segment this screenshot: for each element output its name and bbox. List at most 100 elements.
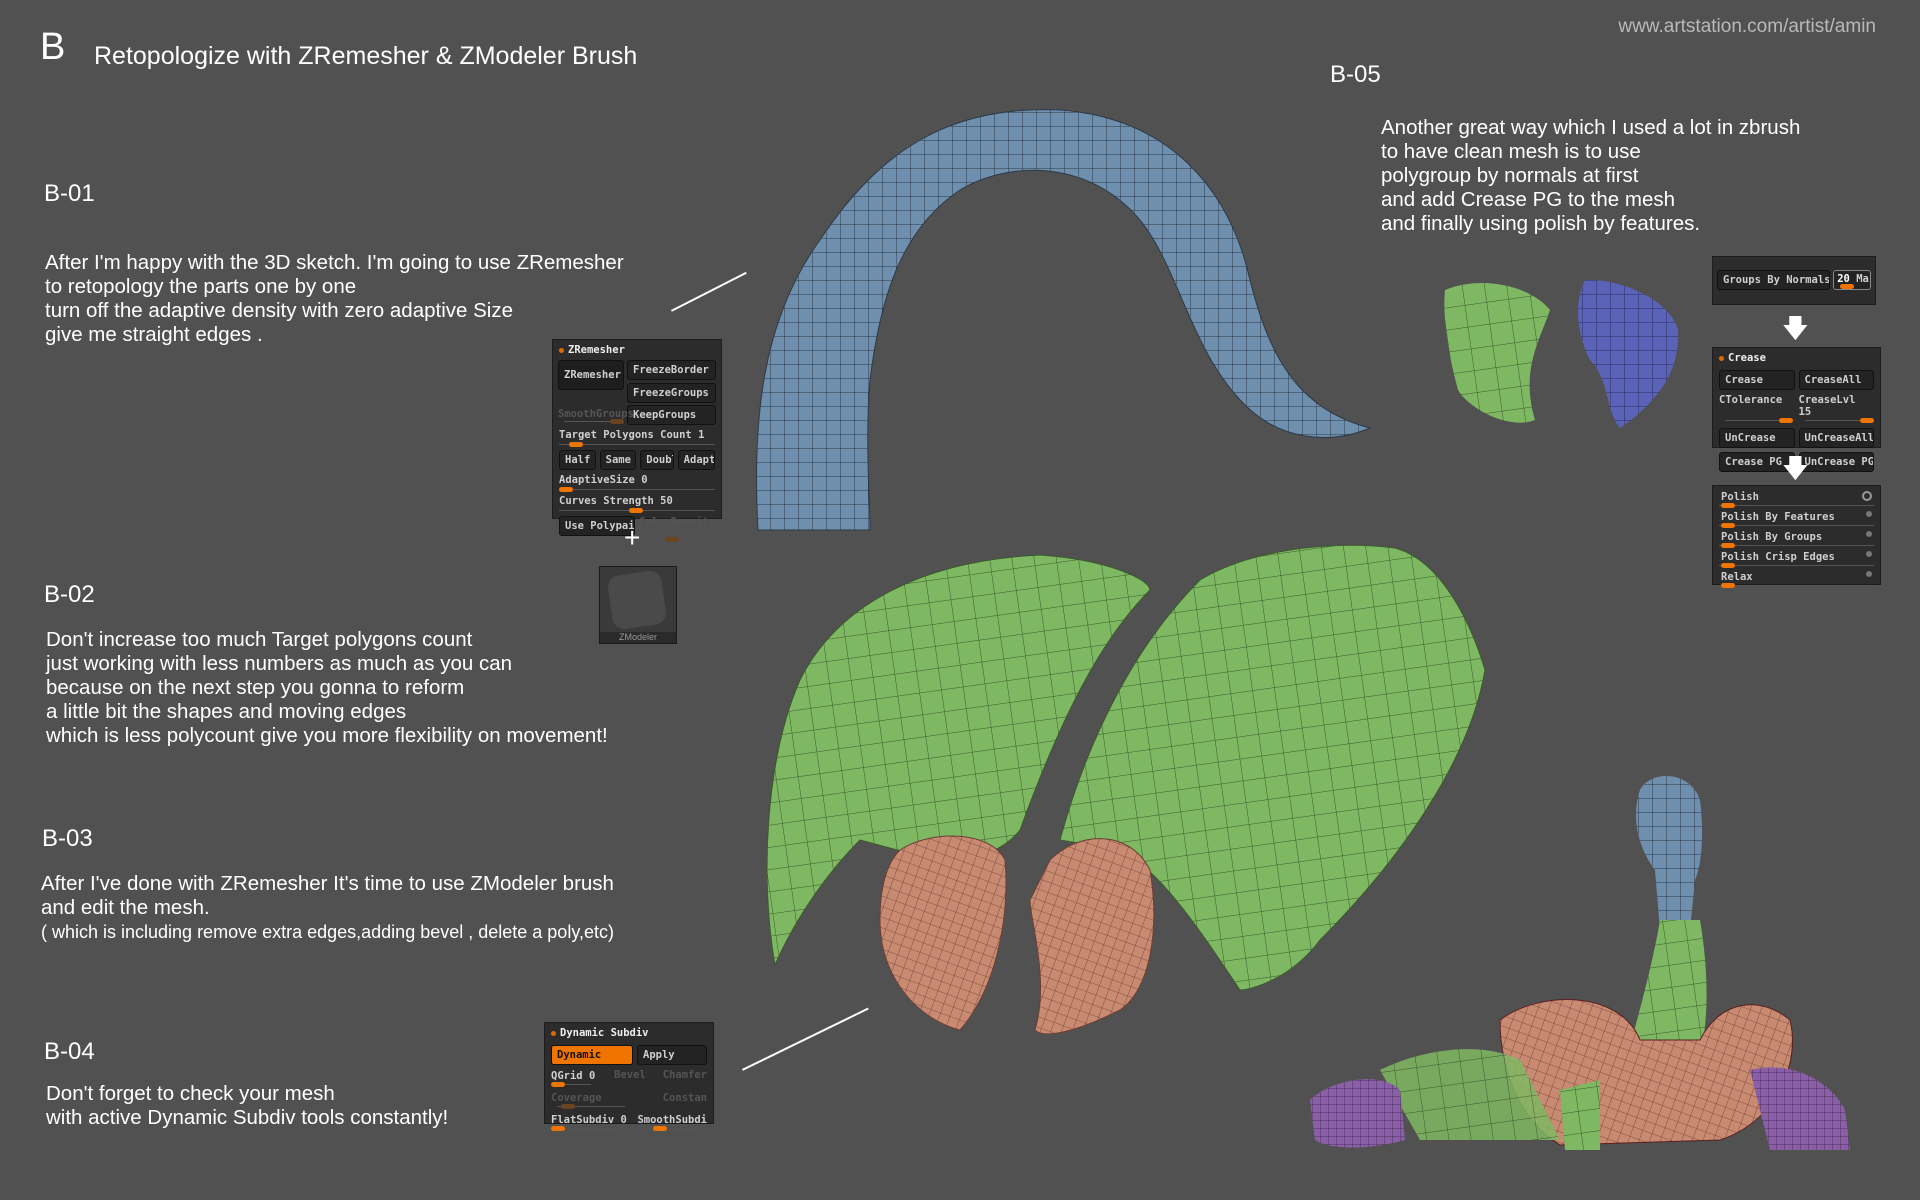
uncrease-all-button[interactable]: UnCreaseAll (1798, 428, 1874, 448)
section-text: After I'm happy with the 3D sketch. I'm … (45, 251, 624, 347)
toggle-dot-icon[interactable] (1866, 571, 1872, 577)
text-line: polygroup by normals at first (1381, 164, 1639, 187)
keep-groups-button[interactable]: KeepGroups (627, 405, 716, 425)
relax-slider[interactable]: Relax (1713, 569, 1880, 589)
apply-button[interactable]: Apply (637, 1045, 707, 1065)
slider-label: CTolerance (1719, 394, 1783, 406)
crease-button[interactable]: Crease (1719, 370, 1795, 390)
brush-icon (606, 569, 668, 631)
section-text: After I've done with ZRemesher It's time… (41, 872, 614, 944)
ctolerance-slider[interactable]: CTolerance (1719, 394, 1795, 424)
slider-label: Polish Crisp Edges (1721, 551, 1835, 563)
curves-strength-slider[interactable]: Curves Strength 50 (553, 493, 721, 514)
green-right-mesh (1059, 544, 1486, 991)
panel-title: ZRemesher (568, 344, 625, 356)
slider-value: 50 (660, 495, 673, 507)
target-polygons-slider[interactable]: Target Polygons Count 1 (553, 427, 721, 448)
polish-by-groups-slider[interactable]: Polish By Groups (1713, 529, 1880, 549)
text-line: just working with less numbers as much a… (46, 652, 513, 675)
same-button[interactable]: Same (599, 450, 637, 470)
green-piece-mesh (1444, 282, 1550, 423)
use-polypaint-button[interactable]: Use Polypain (559, 516, 636, 536)
text-line: Don't increase too much Target polygons … (46, 628, 473, 651)
slider-value: 20 (1837, 273, 1850, 285)
zremesher-panel: ZRemesher ZRemesher FreezeBorder FreezeG… (552, 339, 722, 542)
slider-label: Polish By Groups (1721, 531, 1823, 543)
claw-right-mesh (1029, 838, 1155, 1035)
groups-by-normals-button[interactable]: Groups By Normals (1717, 270, 1831, 290)
section-heading: B-05 (1330, 61, 1381, 88)
toggle-dot-icon[interactable] (1866, 511, 1872, 517)
panel-title: Crease (1728, 352, 1766, 364)
crease-all-button[interactable]: CreaseAll (1798, 370, 1874, 390)
section-text: Don't increase too much Target polygons … (46, 628, 608, 748)
section-letter: B (40, 26, 66, 68)
green-left-mesh (766, 554, 1151, 967)
slider-value: 0 (588, 1070, 596, 1082)
qgrid-slider[interactable]: QGrid 0 (551, 1069, 597, 1088)
crease-level-slider[interactable]: CreaseLvl 15 (1798, 394, 1874, 424)
crease-pg-button[interactable]: Crease PG (1719, 452, 1795, 472)
bevel-button[interactable]: Bevel (614, 1069, 646, 1081)
dynamic-subdiv-panel: Dynamic Subdiv Dynamic Apply QGrid 0 Bev… (544, 1022, 714, 1131)
smooth-groups-slider[interactable]: SmoothGroups (558, 405, 634, 425)
text-line: to have clean mesh is to use (1381, 140, 1641, 163)
section-heading: B-01 (44, 180, 95, 207)
constant-button[interactable]: Constan (662, 1092, 707, 1104)
zmodeler-brush-thumbnail[interactable]: ZModeler (599, 566, 677, 644)
panel-bullet-icon (1719, 355, 1724, 361)
slider-label: Curves Strength (559, 495, 654, 507)
text-line: and edit the mesh. (41, 896, 210, 919)
zremesher-button[interactable]: ZRemesher (558, 360, 624, 390)
text-line: to retopology the parts one by one (45, 275, 357, 298)
half-button[interactable]: Half (559, 450, 596, 470)
text-line: ( which is including remove extra edges,… (41, 922, 614, 942)
scorpion-mesh (1310, 776, 1850, 1150)
slider-label: CreaseLvl (1798, 394, 1856, 406)
text-line: because on the next step you gonna to re… (46, 676, 465, 699)
panel-bullet-icon (559, 347, 564, 353)
max-angle-slider[interactable]: 20 Ma (1833, 270, 1871, 290)
polish-crisp-edges-slider[interactable]: Polish Crisp Edges (1713, 549, 1880, 569)
adapt-button[interactable]: Adapt (677, 450, 715, 470)
slider-label: QGrid (551, 1070, 583, 1082)
uncrease-button[interactable]: UnCrease (1719, 428, 1795, 448)
slider-label: FlatSubdiv (551, 1114, 615, 1126)
chamfer-button[interactable]: Chamfer (662, 1069, 707, 1081)
toggle-dot-icon[interactable] (1866, 551, 1872, 557)
toggle-dot-icon[interactable] (1866, 531, 1872, 537)
text-line: After I've done with ZRemesher It's time… (41, 872, 614, 895)
slider-label: Coverage (551, 1092, 602, 1104)
dynamic-toggle[interactable]: Dynamic (551, 1045, 633, 1065)
panel-title: Dynamic Subdiv (560, 1027, 649, 1039)
down-arrow-icon: 🡇 (1782, 313, 1809, 343)
text-line: turn off the adaptive density with zero … (45, 299, 513, 322)
flat-subdiv-slider[interactable]: FlatSubdiv 0 (551, 1114, 627, 1132)
smooth-subdiv-slider[interactable]: SmoothSubdi (637, 1114, 707, 1132)
slider-label: ColorDensity (639, 516, 715, 528)
polish-by-features-slider[interactable]: Polish By Features (1713, 509, 1880, 529)
plus-sign: + (624, 522, 641, 553)
slider-value: 15 (1798, 406, 1812, 418)
freeze-groups-button[interactable]: FreezeGroups (627, 383, 716, 403)
blue-piece-mesh (1578, 279, 1679, 428)
freeze-border-button[interactable]: FreezeBorder (627, 360, 716, 380)
color-density-slider[interactable]: ColorDensity (639, 516, 715, 542)
double-button[interactable]: Double (640, 450, 674, 470)
adaptive-size-slider[interactable]: AdaptiveSize 0 (553, 472, 721, 493)
toggle-circle-icon[interactable] (1862, 491, 1872, 501)
uncrease-pg-button[interactable]: UnCrease PG (1798, 452, 1874, 472)
slider-label: Polish By Features (1721, 511, 1835, 523)
text-line: a little bit the shapes and moving edges (46, 700, 407, 723)
artist-url: www.artstation.com/artist/amin (1618, 16, 1876, 37)
slider-value: 0 (641, 474, 648, 486)
section-heading: B-04 (44, 1038, 95, 1065)
slider-label: Polish (1721, 491, 1759, 503)
groups-by-normals-panel: Groups By Normals 20 Ma (1712, 256, 1876, 305)
coverage-slider[interactable]: Coverage (551, 1092, 631, 1110)
polish-slider[interactable]: Polish (1713, 489, 1880, 509)
section-text: Another great way which I used a lot in … (1381, 116, 1800, 236)
text-line: and finally using polish by features. (1381, 212, 1701, 235)
panel-bullet-icon (551, 1030, 556, 1036)
